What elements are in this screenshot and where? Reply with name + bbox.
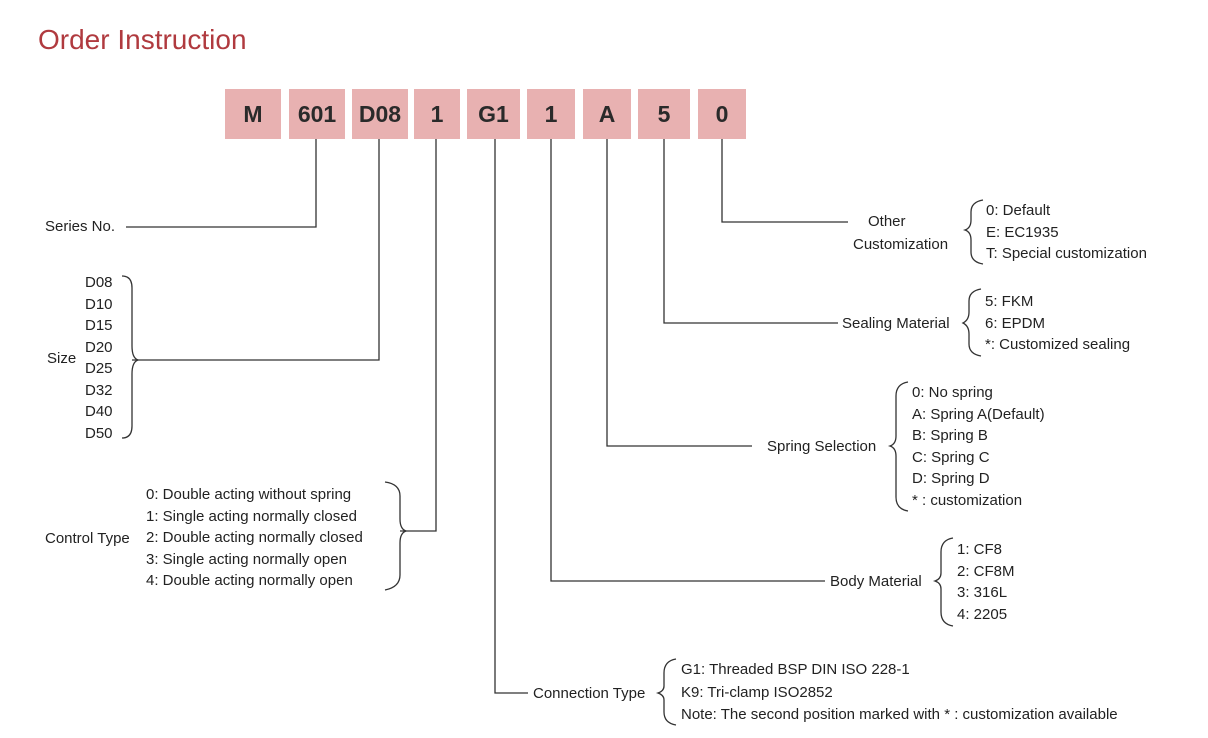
control-type-option: 0: Double acting without spring (146, 486, 352, 503)
sealing-material-label: Sealing Material (842, 315, 950, 332)
spring-selection-option: D: Spring D (912, 470, 990, 487)
size-option: D10 (85, 295, 113, 313)
control-type-option: 3: Single acting normally open (146, 550, 347, 568)
connection-type-label: Connection Type (533, 685, 646, 702)
size-option: D25 (85, 360, 113, 377)
other-customization-option: E: EC1935 (986, 223, 1059, 241)
sealing-material-option: *: Customized sealing (985, 336, 1131, 353)
body-material-option: 2: CF8M (957, 562, 1015, 580)
other-customization-option: 0: Default (986, 202, 1051, 219)
other-customization-label-line2: Customization (853, 236, 949, 253)
page-title: Order Instruction (38, 24, 247, 55)
size-option: D15 (85, 317, 113, 334)
size-option: D50 (85, 424, 113, 442)
size-label: Size (47, 350, 77, 367)
connection-type-option: K9: Tri-clamp ISO2852 (681, 683, 833, 701)
series-no-label: Series No. (45, 218, 116, 235)
size-option: D20 (85, 338, 113, 356)
code-box-spring: A (583, 89, 631, 139)
code-box-series: M (225, 89, 281, 139)
size-option: D08 (85, 274, 113, 291)
connection-type-option: Note: The second position marked with * … (681, 706, 1118, 723)
other-customization-label: Other (868, 213, 906, 230)
size-option: D40 (85, 403, 113, 420)
connection-type-option: G1: Threaded BSP DIN ISO 228-1 (681, 661, 910, 678)
body-material-option: 3: 316L (957, 584, 1008, 601)
spring-selection-option: 0: No spring (912, 384, 993, 401)
spring-selection-option: C: Spring C (912, 448, 990, 466)
sealing-material-option: 6: EPDM (985, 314, 1046, 332)
spring-selection-option: B: Spring B (912, 427, 988, 444)
control-type-option: 1: Single acting normally closed (146, 507, 357, 525)
code-box-sealing: 5 (638, 89, 690, 139)
code-box-connection: G1 (467, 89, 520, 139)
spring-selection-option: * : customization (912, 491, 1023, 509)
code-box-body-material: 1 (527, 89, 575, 139)
size-option: D32 (85, 381, 113, 399)
spring-selection-option: A: Spring A(Default) (912, 405, 1045, 423)
body-material-option: 4: 2205 (957, 605, 1008, 623)
sealing-material-option: 5: FKM (985, 293, 1034, 310)
code-box-control-type: 1 (414, 89, 460, 139)
code-box-other: 0 (698, 89, 746, 139)
body-material-option: 1: CF8 (957, 541, 1003, 558)
code-box-model: 601 (289, 89, 345, 139)
body-material-label: Body Material (830, 573, 922, 590)
spring-selection-label: Spring Selection (767, 438, 877, 455)
control-type-option: 4: Double acting normally open (146, 572, 353, 589)
other-customization-option: T: Special customization (986, 245, 1147, 262)
control-type-option: 2: Double acting normally closed (146, 529, 363, 546)
code-box-size: D08 (352, 89, 408, 139)
control-type-label: Control Type (45, 530, 130, 547)
